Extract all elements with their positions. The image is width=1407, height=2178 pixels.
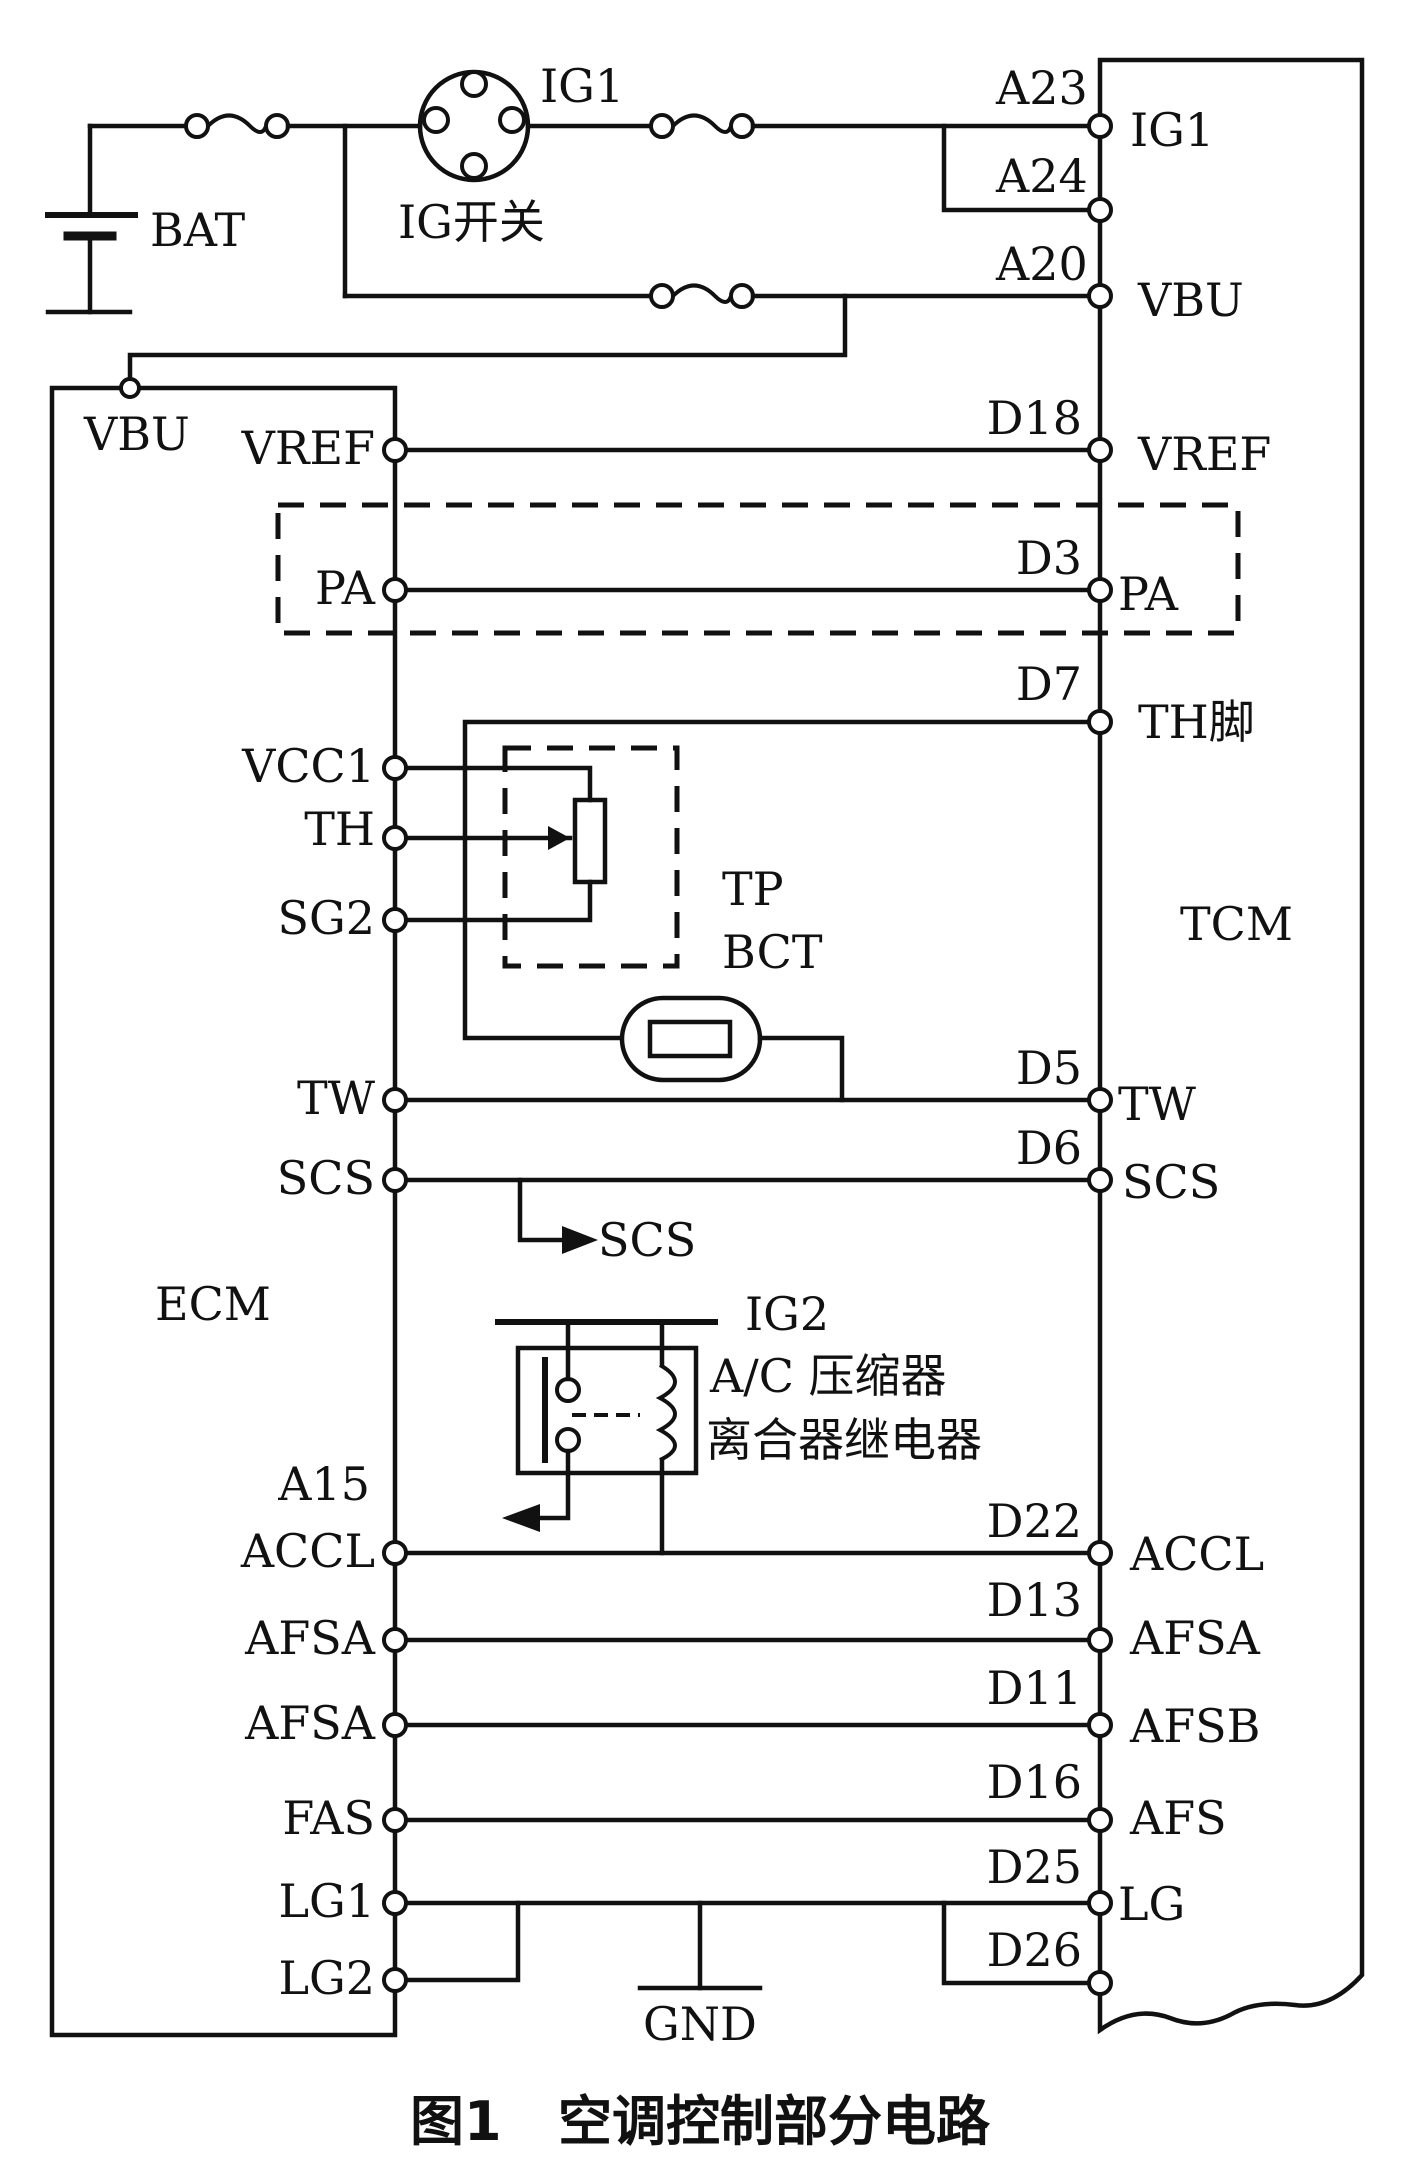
ecm-pin-pa: PA xyxy=(315,561,376,615)
ecm-pin-afsa-2: AFSA xyxy=(244,1696,376,1750)
gnd-label: GND xyxy=(643,1997,757,2051)
ecm-pin-scs: SCS xyxy=(277,1151,375,1205)
ecm-pin-lg1: LG1 xyxy=(278,1874,375,1928)
a24-code: A24 xyxy=(995,149,1088,203)
tp-label: TP xyxy=(722,862,784,916)
tcm-pin-scs: SCS xyxy=(1122,1155,1220,1209)
ecm-pin-lg2: LG2 xyxy=(278,1951,375,2005)
relay-label-line1: A/C 压缩器 xyxy=(709,1349,947,1403)
pa-shield-box xyxy=(275,502,1241,636)
tcm-pin-pa: PA xyxy=(1118,567,1179,621)
tcm-code-d16: D16 xyxy=(987,1755,1082,1809)
tp-dashed-box xyxy=(502,745,680,969)
ig-switch-label: IG开关 xyxy=(398,195,545,249)
ig2-label: IG2 xyxy=(745,1287,829,1341)
tcm-pin-afsa: AFSA xyxy=(1129,1611,1261,1665)
tcm-code-d13: D13 xyxy=(987,1573,1082,1627)
ecm-terminals xyxy=(382,437,408,1993)
ecm-a15-code: A15 xyxy=(277,1457,370,1511)
tcm-code-d6: D6 xyxy=(1016,1121,1082,1175)
scs-output-arrow xyxy=(517,1177,598,1254)
battery-symbol xyxy=(45,123,138,315)
ecm-pin-accl: ACCL xyxy=(240,1524,375,1578)
ecm-pin-th: TH xyxy=(304,802,375,856)
tcm-title: TCM xyxy=(1180,897,1293,951)
tcm-ig1-label: IG1 xyxy=(1130,103,1214,157)
figure-caption: 图1 空调控制部分电路 xyxy=(410,2090,991,2153)
tcm-code-d26: D26 xyxy=(987,1923,1082,1977)
bct-label: BCT xyxy=(722,925,823,979)
ig-switch-icon[interactable] xyxy=(417,69,531,183)
gnd-symbol xyxy=(637,1900,763,1991)
ecm-pin-fas: FAS xyxy=(282,1791,375,1845)
a20-code: A20 xyxy=(995,237,1088,291)
bct-sensor-icon xyxy=(619,995,763,1083)
ig1-label: IG1 xyxy=(540,59,624,113)
terminal xyxy=(119,377,141,399)
tcm-code-d5: D5 xyxy=(1016,1041,1082,1095)
tcm-code-d18: D18 xyxy=(987,391,1082,445)
tcm-code-d3: D3 xyxy=(1016,531,1082,585)
terminal xyxy=(1087,283,1113,309)
fuse-icon xyxy=(184,113,290,139)
ecm-pin-afsa-1: AFSA xyxy=(244,1611,376,1665)
tcm-pin-afsb: AFSB xyxy=(1129,1699,1260,1753)
ecm-title: ECM xyxy=(155,1277,271,1331)
terminal xyxy=(1087,113,1113,139)
ecm-pin-vcc1: VCC1 xyxy=(241,739,375,793)
tcm-code-d11: D11 xyxy=(987,1661,1082,1715)
relay-label-line2: 离合器继电器 xyxy=(706,1413,982,1467)
tcm-pin-accl: ACCL xyxy=(1129,1527,1264,1581)
tcm-pin-th: TH脚 xyxy=(1138,695,1255,749)
ecm-pin-tw: TW xyxy=(297,1071,376,1125)
ecm-box xyxy=(49,385,398,2038)
tcm-vbu-label: VBU xyxy=(1137,273,1244,327)
terminal xyxy=(1087,197,1113,223)
a23-code: A23 xyxy=(995,61,1088,115)
fuse-icon xyxy=(649,113,755,139)
tcm-terminals xyxy=(1087,437,1113,1996)
fuse-icon xyxy=(649,283,755,309)
tcm-pin-afs: AFS xyxy=(1129,1791,1227,1845)
tcm-pin-lg: LG xyxy=(1118,1877,1185,1931)
tcm-code-d22: D22 xyxy=(987,1494,1082,1548)
ecm-pin-vref: VREF xyxy=(241,421,375,475)
bat-label: BAT xyxy=(150,203,246,257)
tcm-box xyxy=(1097,57,1365,2035)
ac-relay-icon[interactable] xyxy=(495,1319,718,1556)
tp-potentiometer-icon xyxy=(403,765,608,923)
tcm-pin-tw: TW xyxy=(1118,1077,1197,1131)
scs-out-label: SCS xyxy=(598,1213,696,1267)
tcm-code-d7: D7 xyxy=(1016,657,1082,711)
tcm-code-d25: D25 xyxy=(987,1840,1082,1894)
tcm-pin-vref: VREF xyxy=(1137,427,1271,481)
ecm-vbu-label: VBU xyxy=(83,407,190,461)
ecm-pin-sg2: SG2 xyxy=(277,891,375,945)
